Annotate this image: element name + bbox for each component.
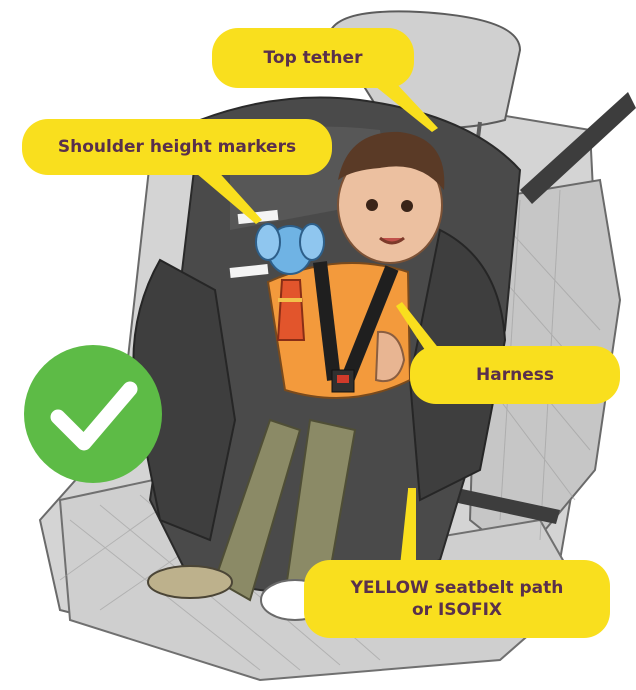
harness-callout: Harness	[410, 346, 620, 404]
seatbelt-path-label-line1: YELLOW seatbelt path	[351, 577, 564, 599]
checkmark-icon	[24, 345, 162, 483]
top-tether-callout: Top tether	[212, 28, 414, 88]
seatbelt-path-callout: YELLOW seatbelt path or ISOFIX	[304, 560, 610, 638]
seatbelt-path-label-line2: or ISOFIX	[351, 599, 564, 621]
shoulder-height-markers-callout: Shoulder height markers	[22, 119, 332, 175]
shoulder-height-markers-label: Shoulder height markers	[58, 136, 296, 158]
checkmark-badge	[24, 345, 162, 483]
harness-label: Harness	[476, 364, 554, 386]
top-tether-label: Top tether	[264, 47, 363, 69]
